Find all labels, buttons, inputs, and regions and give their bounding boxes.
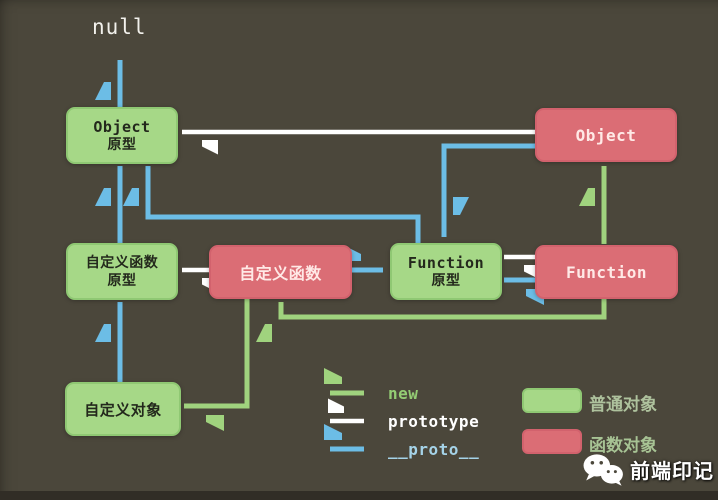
- legend-function-object-label: 函数对象: [589, 436, 657, 456]
- watermark-text: 前端印记: [630, 458, 714, 483]
- node-object-label: Object: [575, 125, 637, 145]
- legend-function-object-swatch: [522, 429, 582, 454]
- node-function-prototype: Function 原型: [390, 243, 502, 300]
- edge-proto-object-to-function-prototype: [441, 143, 535, 237]
- legend-plain-object-swatch: [522, 388, 582, 413]
- legend-new-label: new: [388, 384, 419, 403]
- node-object-prototype-label: Object: [93, 117, 151, 136]
- node-function-label: Function: [565, 262, 648, 282]
- null-label: null: [92, 15, 147, 39]
- node-custom-function: 自定义函数: [209, 245, 352, 299]
- watermark: 前端印记: [580, 451, 714, 487]
- node-custom-function-prototype-sublabel: 原型: [107, 272, 137, 289]
- bottom-border: [0, 491, 718, 500]
- wechat-icon: [583, 454, 623, 486]
- node-function-prototype-sublabel: 原型: [431, 272, 461, 289]
- node-function: Function: [535, 245, 678, 299]
- node-object-prototype: Object 原型: [66, 107, 178, 164]
- legend-prototype-label: prototype: [388, 412, 480, 431]
- node-function-prototype-label: Function: [407, 253, 485, 272]
- legend-plain-object-label: 普通对象: [589, 395, 657, 415]
- node-custom-object: 自定义对象: [65, 382, 181, 436]
- node-custom-function-label: 自定义函数: [239, 264, 322, 283]
- node-object-prototype-sublabel: 原型: [107, 136, 137, 153]
- node-custom-function-prototype-label: 自定义函数: [85, 254, 159, 271]
- edge-proto-function-prototype-to-object-prototype: [148, 166, 421, 243]
- legend-proto-label: __proto__: [388, 440, 480, 459]
- node-object: Object: [535, 108, 677, 162]
- node-custom-function-prototype: 自定义函数 原型: [66, 243, 178, 300]
- edge-new-customfunc-to-customobject: [184, 295, 250, 406]
- node-custom-object-label: 自定义对象: [84, 400, 162, 419]
- edge-new-function-to-customfunc: [281, 297, 607, 317]
